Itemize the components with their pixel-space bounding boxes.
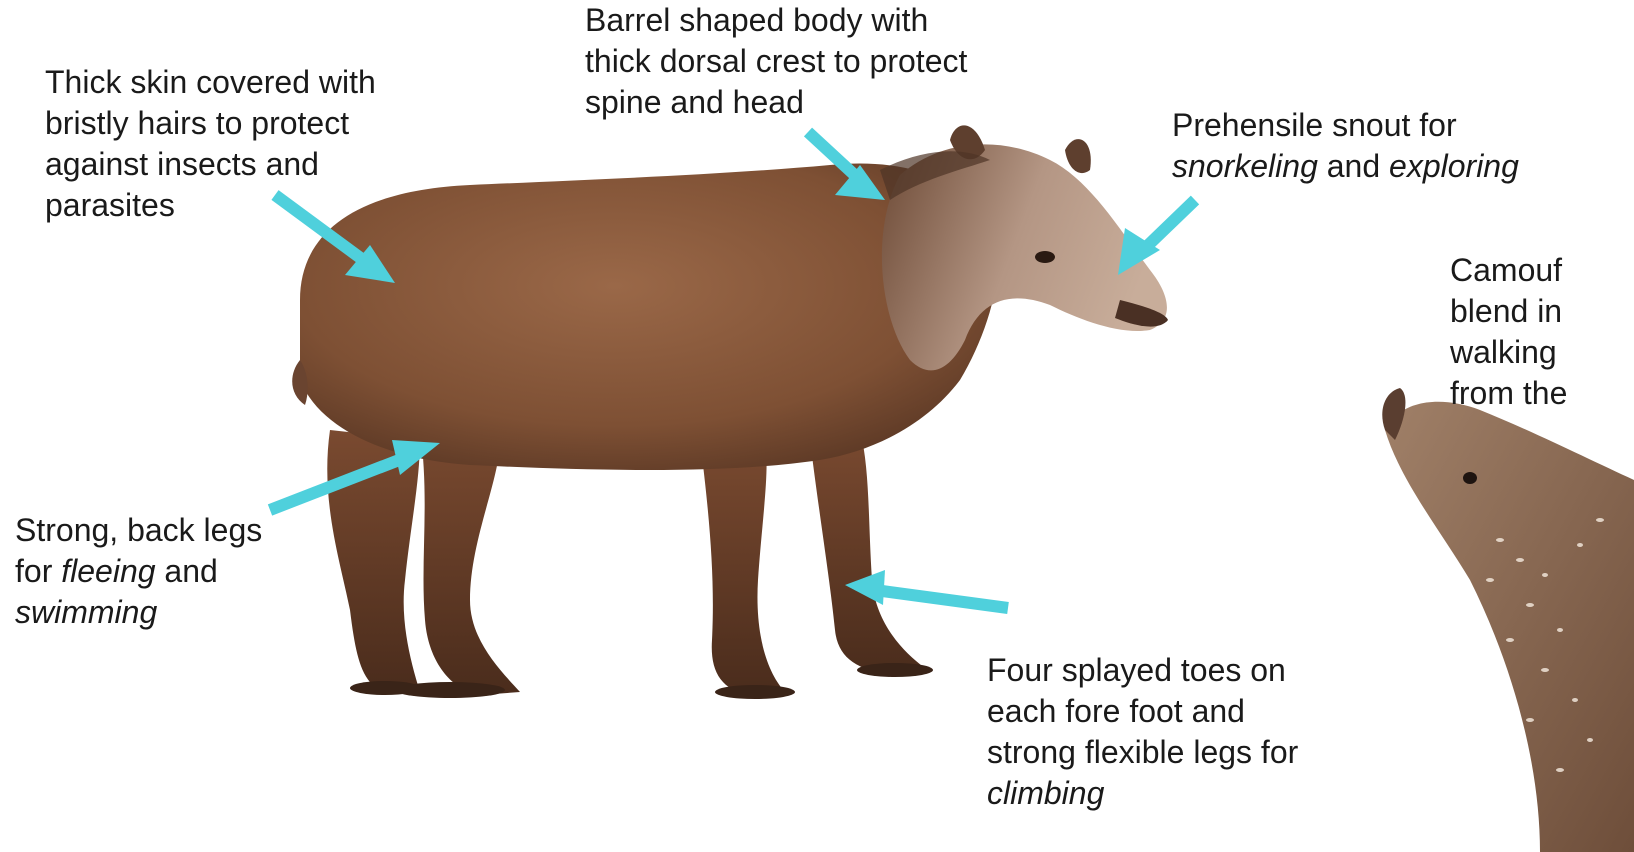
- label-body-line-2: thick dorsal crest to protect: [585, 41, 967, 82]
- front-leg-near: [700, 440, 785, 695]
- label-camo-line-1: Camouf: [1450, 250, 1567, 291]
- label-body: Barrel shaped body with thick dorsal cre…: [585, 0, 967, 123]
- label-legs-swimming: swimming: [15, 594, 157, 630]
- label-legs-line-1: Strong, back legs: [15, 510, 262, 551]
- label-snout-exploring: exploring: [1389, 148, 1519, 184]
- label-body-line-3: spine and head: [585, 82, 967, 123]
- label-toes: Four splayed toes on each fore foot and …: [987, 650, 1298, 814]
- label-legs-for: for: [15, 553, 52, 589]
- label-toes-line-4: climbing: [987, 773, 1298, 814]
- label-toes-line-2: each fore foot and: [987, 691, 1298, 732]
- label-skin-line-4: parasites: [45, 185, 376, 226]
- label-snout: Prehensile snout for snorkeling and expl…: [1172, 105, 1519, 187]
- label-skin: Thick skin covered with bristly hairs to…: [45, 62, 376, 226]
- arrow-snout: [1118, 200, 1195, 275]
- hind-leg-near: [420, 430, 520, 695]
- label-snout-line-1: Prehensile snout for: [1172, 105, 1519, 146]
- label-camo-line-4: from the: [1450, 373, 1567, 414]
- label-snout-and: and: [1327, 148, 1380, 184]
- label-snout-snorkeling: snorkeling: [1172, 148, 1318, 184]
- label-skin-line-1: Thick skin covered with: [45, 62, 376, 103]
- label-snout-line-2: snorkeling and exploring: [1172, 146, 1519, 187]
- label-skin-line-3: against insects and: [45, 144, 376, 185]
- label-legs-and: and: [164, 553, 217, 589]
- label-camouflage: Camouf blend in walking from the: [1450, 250, 1567, 414]
- tapir-calf: [1382, 388, 1634, 852]
- label-toes-climbing: climbing: [987, 775, 1104, 811]
- label-body-line-1: Barrel shaped body with: [585, 0, 967, 41]
- front-leg-far: [810, 430, 925, 675]
- label-legs-line-2: for fleeing and: [15, 551, 262, 592]
- adult-tapir: [292, 125, 1168, 699]
- label-camo-line-2: blend in: [1450, 291, 1567, 332]
- label-camo-line-3: walking: [1450, 332, 1567, 373]
- label-skin-line-2: bristly hairs to protect: [45, 103, 376, 144]
- label-toes-line-1: Four splayed toes on: [987, 650, 1298, 691]
- label-toes-line-3: strong flexible legs for: [987, 732, 1298, 773]
- label-legs-fleeing: fleeing: [61, 553, 155, 589]
- label-legs-line-3: swimming: [15, 592, 262, 633]
- label-legs: Strong, back legs for fleeing and swimmi…: [15, 510, 262, 633]
